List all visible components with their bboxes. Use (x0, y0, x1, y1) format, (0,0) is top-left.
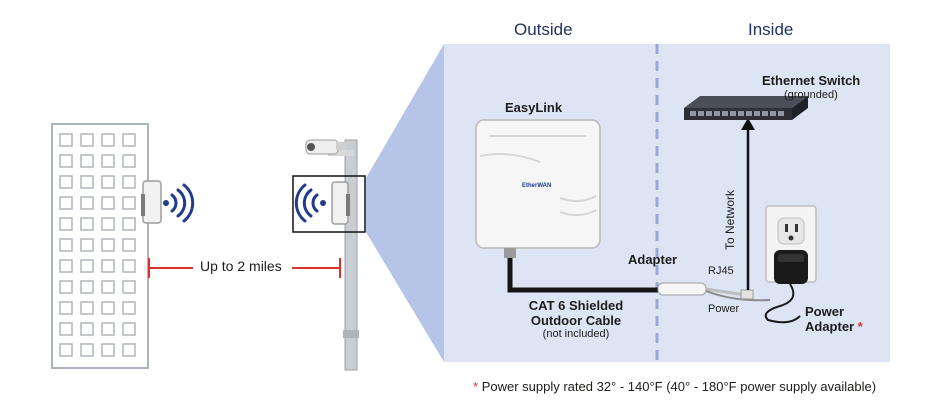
switch-port (698, 111, 704, 116)
cable-label-line2: Outdoor Cable (530, 313, 622, 328)
switch-port (778, 111, 784, 116)
building-window (101, 133, 115, 147)
inside-header: Inside (748, 20, 794, 39)
rj45-label: RJ45 (708, 265, 734, 277)
footnote-text: Power supply rated 32° - 140°F (40° - 18… (481, 379, 877, 394)
building-window (122, 343, 136, 357)
building-window (101, 259, 115, 273)
building-window (101, 322, 115, 336)
pole-wireless-signal-icon (294, 183, 326, 223)
building-window (122, 133, 136, 147)
footnote-asterisk: * (473, 379, 479, 394)
power-label: Power (708, 303, 740, 315)
building-windows (59, 133, 136, 357)
building-window (59, 343, 73, 357)
switch-port (770, 111, 776, 116)
building-window (59, 301, 73, 315)
building-window (101, 217, 115, 231)
building-window (122, 154, 136, 168)
power-adapter-asterisk: * (857, 319, 863, 334)
ethernet-switch-label: Ethernet Switch (762, 73, 861, 88)
building-window (59, 175, 73, 189)
building-window (80, 259, 94, 273)
building-window (101, 343, 115, 357)
building-window (101, 175, 115, 189)
power-adapter-label: Power Adapter * (805, 304, 863, 334)
building-window (80, 133, 94, 147)
easylink-label: EasyLink (505, 100, 563, 115)
cable-label-note: (not included) (542, 328, 610, 340)
building-window (101, 196, 115, 210)
to-network-arrow (741, 118, 755, 290)
switch-port (738, 111, 744, 116)
ethernet-switch-note: (grounded) (784, 89, 838, 101)
building-window (80, 175, 94, 189)
switch-port (730, 111, 736, 116)
cat6-cable (507, 258, 660, 293)
wireless-signal-icon (163, 183, 195, 223)
building-window (80, 343, 94, 357)
switch-port (722, 111, 728, 116)
building-window (101, 301, 115, 315)
building-window (122, 217, 136, 231)
building-window (59, 322, 73, 336)
building-window (122, 196, 136, 210)
security-camera-icon (305, 139, 354, 156)
building-easylink-unit (141, 180, 162, 224)
building-window (59, 196, 73, 210)
switch-port (762, 111, 768, 116)
building-window (122, 280, 136, 294)
building-window (80, 196, 94, 210)
switch-port (706, 111, 712, 116)
switch-port (746, 111, 752, 116)
building-window (59, 133, 73, 147)
building-window (80, 301, 94, 315)
switch-port (690, 111, 696, 116)
range-label: Up to 2 miles (200, 258, 282, 274)
building-window (122, 322, 136, 336)
power-adapter-label-line1: Power (805, 304, 845, 319)
building-window (101, 154, 115, 168)
outside-header: Outside (514, 20, 573, 39)
switch-port (714, 111, 720, 116)
zoom-cone (366, 44, 444, 362)
building-window (122, 301, 136, 315)
power-adapter-icon (764, 250, 808, 324)
cable-label: CAT 6 Shielded Outdoor Cable (not includ… (510, 298, 642, 340)
building-window (101, 280, 115, 294)
pole (343, 139, 359, 371)
building-window (101, 238, 115, 252)
ethernet-switch-icon (684, 96, 808, 120)
building-window (80, 154, 94, 168)
to-network-label: To Network (723, 189, 737, 251)
building (51, 123, 149, 369)
building-window (80, 280, 94, 294)
adapter-label: Adapter (628, 252, 678, 267)
building-window (59, 280, 73, 294)
pole-easylink-unit (331, 181, 350, 225)
building-window (59, 259, 73, 273)
building-window (80, 238, 94, 252)
building-window (80, 322, 94, 336)
power-adapter-label-line2: Adapter (805, 319, 855, 334)
easylink-device (475, 119, 601, 258)
switch-port (754, 111, 760, 116)
pole-highlight-box (292, 175, 366, 233)
footnote: * Power supply rated 32° - 140°F (40° - … (473, 379, 876, 394)
building-window (122, 175, 136, 189)
range-line (148, 258, 341, 278)
building-window (59, 238, 73, 252)
cable-label-line1: CAT 6 Shielded (528, 298, 624, 313)
building-window (59, 217, 73, 231)
easylink-brand-logo: EtherWAN (522, 183, 552, 189)
building-window (122, 238, 136, 252)
building-window (122, 259, 136, 273)
building-window (59, 154, 73, 168)
poe-adapter (657, 282, 771, 302)
building-window (80, 217, 94, 231)
